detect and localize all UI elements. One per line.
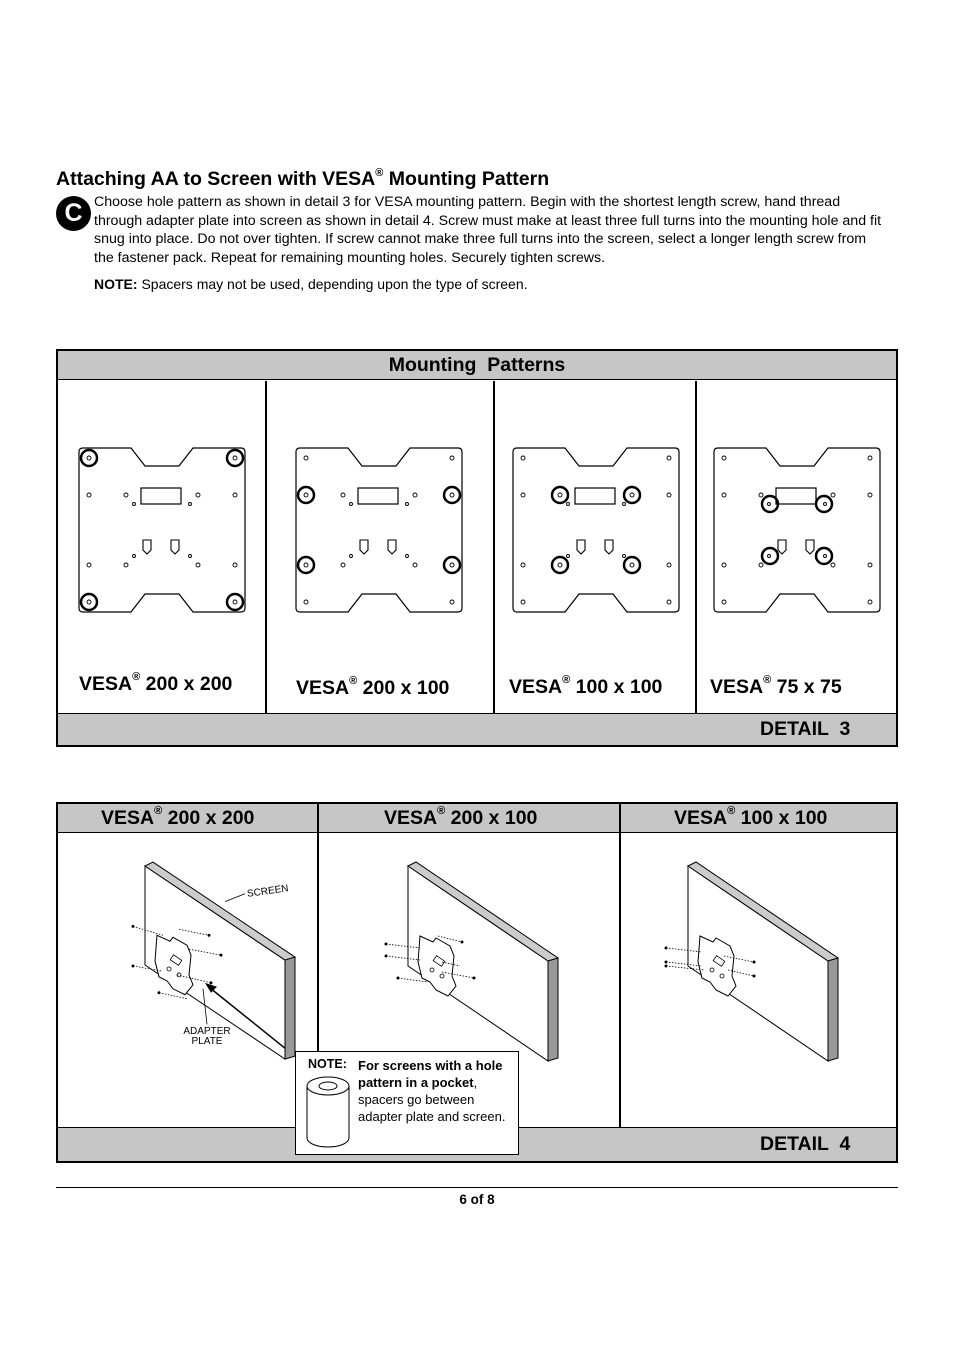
spacer-note-box: NOTE: For screens with a hole pattern in…: [295, 1051, 519, 1155]
column-label-200x100: VESA® 200 x 100: [384, 804, 538, 830]
detail3-footer-bar: DETAIL 3: [58, 713, 896, 745]
divider: [317, 804, 319, 1127]
step-badge: C: [56, 196, 91, 231]
divider: [695, 381, 697, 713]
detail4-label: DETAIL 4: [760, 1133, 851, 1155]
detail4-frame: [56, 802, 898, 1163]
page-number: 6 of 8: [459, 1192, 495, 1207]
instructions-text: Choose hole pattern as shown in detail 3…: [94, 194, 882, 266]
adapter-plate-drawings: [78, 447, 881, 613]
adapter-label-line1: ADAPTER: [183, 1026, 231, 1037]
pattern-label-200x200: VESA® 200 x 200: [79, 670, 233, 696]
note-text: NOTE: Spacers may not be used, depending…: [94, 276, 528, 292]
detail3-header: Mounting Patterns: [388, 354, 566, 376]
column-label-100x100: VESA® 100 x 100: [674, 804, 828, 830]
divider: [493, 381, 495, 713]
column-label-200x200: VESA® 200 x 200: [101, 804, 255, 830]
page-title: Attaching AA to Screen with VESA® Mounti…: [56, 166, 550, 191]
spacer-note-text: For screens with a hole pattern in a poc…: [358, 1058, 506, 1124]
footer-rule: [56, 1187, 898, 1188]
spacer-icon: [306, 1076, 350, 1148]
divider: [265, 381, 267, 713]
spacer-note-label: NOTE:: [308, 1057, 347, 1071]
pattern-label-75x75: VESA® 75 x 75: [710, 673, 842, 699]
detail3-label: DETAIL 3: [760, 718, 851, 740]
adapter-plate-label: ADAPTER PLATE: [172, 1027, 242, 1046]
detail4-header-bar: [58, 804, 896, 833]
adapter-label-line2: PLATE: [191, 1035, 223, 1047]
screen-assembly-drawings: [131, 861, 839, 1062]
detail3-header-bar: Mounting Patterns: [58, 351, 896, 380]
detail3-frame: [56, 349, 898, 747]
pattern-label-100x100: VESA® 100 x 100: [509, 673, 663, 699]
pattern-label-200x100: VESA® 200 x 100: [296, 674, 450, 700]
divider: [619, 804, 621, 1127]
